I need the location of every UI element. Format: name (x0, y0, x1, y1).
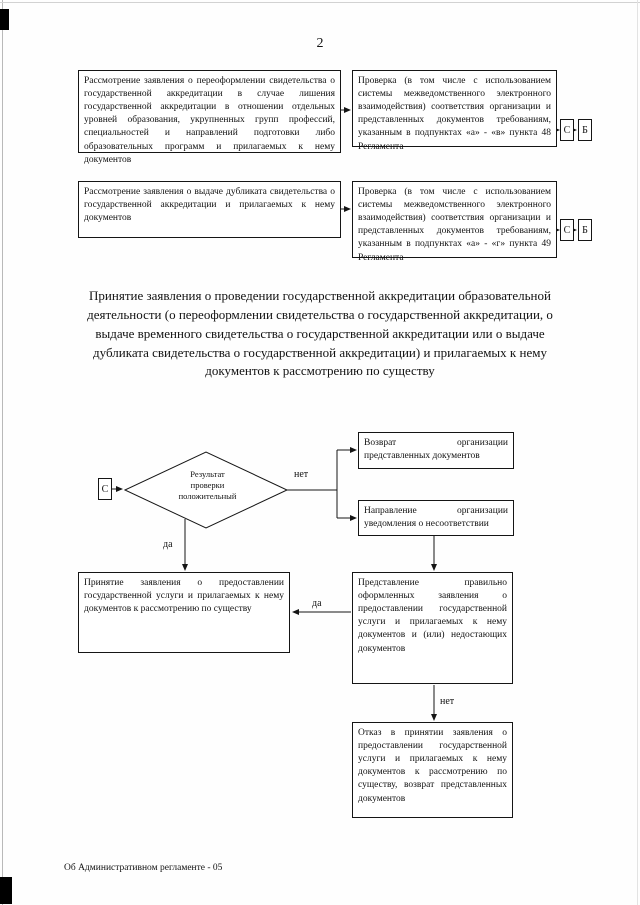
scan-edge-line-right (637, 0, 638, 905)
decision-label: Результат проверки положительный (178, 469, 237, 502)
process-box-check-p48: Проверка (в том числе с использованием с… (352, 70, 557, 152)
process-box-reissue-review: Рассмотрение заявления о переоформлении … (78, 70, 341, 165)
connector-tag-b-row2: Б (578, 219, 592, 241)
flow-box-accept-application: Принятие заявления о предоставлении госу… (78, 572, 290, 653)
section-heading: Принятие заявления о проведении государс… (87, 288, 553, 379)
page-footer: Об Административном регламенте - 05 (64, 863, 223, 873)
edge-label-yes-left: да (312, 598, 322, 609)
flow-box-reject-application: Отказ в принятии заявления о предоставле… (352, 722, 513, 818)
edge-label-no-bottom: нет (440, 696, 455, 707)
flow-box-notify-mismatch: Направление организации уведомления о не… (358, 500, 514, 536)
page-number: 2 (316, 36, 324, 51)
edge-label-yes-down: да (163, 539, 173, 550)
flow-start-tag-c: С (98, 478, 112, 500)
process-box-duplicate-review: Рассмотрение заявления о выдаче дубликат… (78, 181, 341, 238)
connector-tag-c-row2: С (560, 219, 574, 241)
process-box-check-p49: Проверка (в том числе с использованием с… (352, 181, 557, 263)
edge-label-no-top: нет (294, 469, 309, 480)
scan-mark-top-left (0, 9, 9, 30)
flow-box-return-documents: Возврат организации представленных докум… (358, 432, 514, 469)
flow-box-resubmit-documents: Представление правильно оформленных заяв… (352, 572, 513, 684)
connector-tag-c-row1: С (560, 119, 574, 141)
scan-mark-bottom-left (0, 877, 12, 904)
scan-edge-line-top (0, 2, 640, 3)
connector-tag-b-row1: Б (578, 119, 592, 141)
scan-edge-line-left (2, 0, 3, 905)
